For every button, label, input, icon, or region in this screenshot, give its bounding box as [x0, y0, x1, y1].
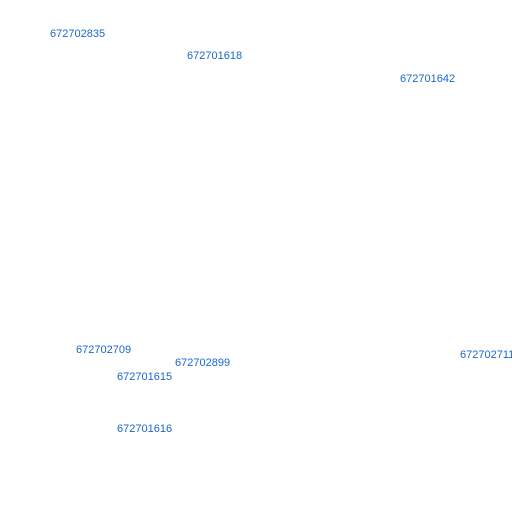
- parcel-label-672701615[interactable]: 672701615: [117, 371, 173, 383]
- parcel-label-672701616[interactable]: 672701616: [117, 423, 173, 435]
- parcel-label-672702709[interactable]: 672702709: [76, 344, 132, 356]
- parcel-label-672701642[interactable]: 672701642: [400, 73, 456, 85]
- parcel-label-672702899[interactable]: 672702899: [175, 357, 231, 369]
- parcel-label-672702711[interactable]: 672702711: [460, 349, 512, 361]
- parcel-label-672702835[interactable]: 672702835: [50, 28, 106, 40]
- parcel-label-672701618[interactable]: 672701618: [187, 50, 243, 62]
